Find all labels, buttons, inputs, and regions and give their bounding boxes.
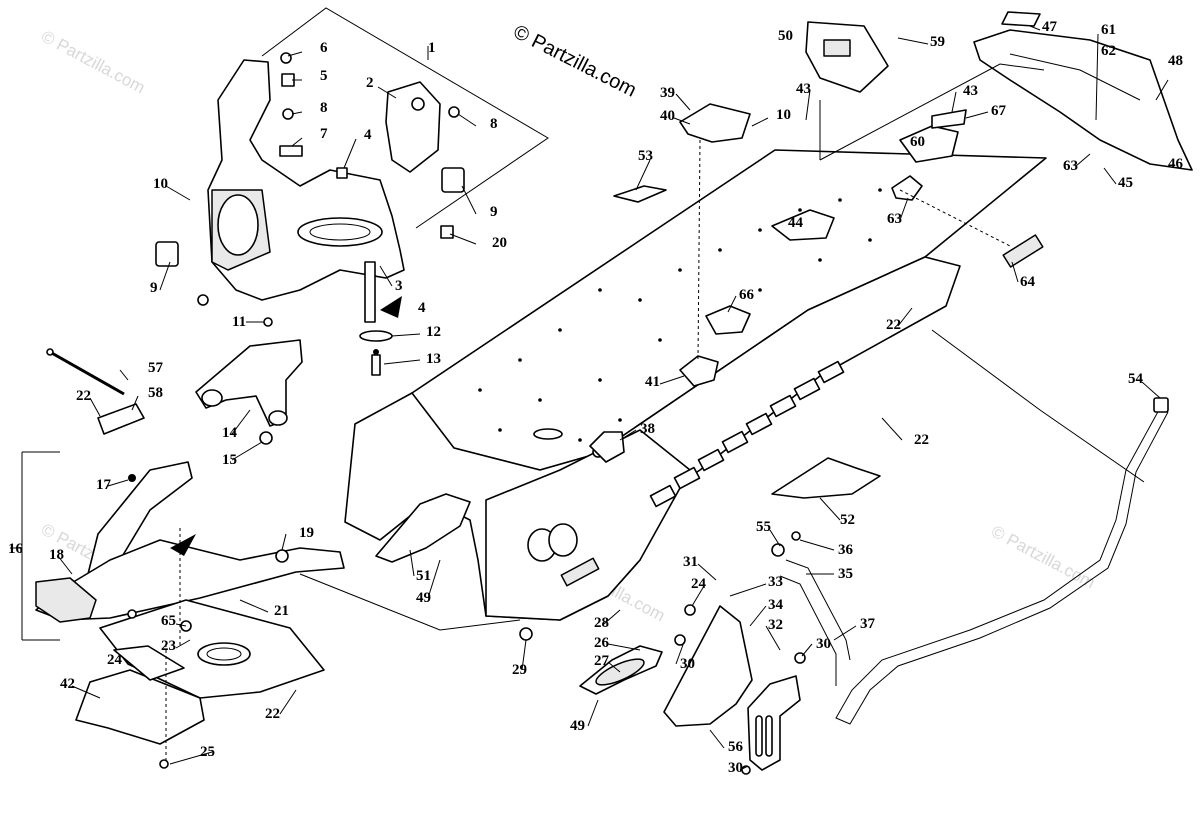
callout-label: 57 xyxy=(148,360,164,376)
callout-label: 55 xyxy=(756,519,771,535)
callout-label: 67 xyxy=(991,103,1007,119)
callout-label: 53 xyxy=(638,148,653,164)
watermark-right: © Partzilla.com xyxy=(988,522,1098,593)
callout-label: 3 xyxy=(395,278,403,294)
callout-label: 30 xyxy=(816,636,831,652)
callout-label: 41 xyxy=(645,374,660,390)
callout-label: 60 xyxy=(910,134,925,150)
callout-label: 36 xyxy=(838,542,854,558)
callout-label: 21 xyxy=(274,603,289,619)
callout-label: 65 xyxy=(161,613,176,629)
callout-label: 62 xyxy=(1101,43,1116,59)
callout-label: 30 xyxy=(728,760,743,776)
callout-label: 44 xyxy=(788,215,804,231)
callout-label: 54 xyxy=(1128,371,1144,387)
callout-label: 37 xyxy=(860,616,876,632)
callout-label: 22 xyxy=(76,388,91,404)
callout-label: 64 xyxy=(1020,274,1036,290)
callout-label: 19 xyxy=(299,525,314,541)
callout-label: 56 xyxy=(728,739,744,755)
callout-label: 2 xyxy=(366,75,374,91)
callout-label: 28 xyxy=(594,615,609,631)
callout-label: 33 xyxy=(768,574,783,590)
callout-label: 12 xyxy=(426,324,441,340)
callout-label: 25 xyxy=(200,744,215,760)
rear-parts xyxy=(589,11,1193,463)
callout-label: 43 xyxy=(796,81,811,97)
callout-label: 42 xyxy=(60,676,75,692)
callout-label: 63 xyxy=(887,211,902,227)
callout-label: 16 xyxy=(8,541,24,557)
callout-label: 47 xyxy=(1042,19,1058,35)
callout-label: 17 xyxy=(96,477,112,493)
callout-label: 1 xyxy=(428,40,436,56)
callout-label: 9 xyxy=(490,204,498,220)
callout-label: 4 xyxy=(418,300,426,316)
front-frame xyxy=(35,348,345,769)
callout-label: 63 xyxy=(1063,158,1078,174)
callout-label: 23 xyxy=(161,638,176,654)
watermark-top-left: © Partzilla.com xyxy=(38,27,148,98)
callout-label: 43 xyxy=(963,83,978,99)
callout-label: 61 xyxy=(1101,22,1116,38)
steering-support xyxy=(195,339,303,445)
callout-label: 15 xyxy=(222,452,237,468)
copyright-text: © Partzilla.com xyxy=(510,21,640,102)
callout-label: 32 xyxy=(768,617,783,633)
callout-label: 40 xyxy=(660,108,675,124)
callout-label: 4 xyxy=(364,127,372,143)
callout-label: 50 xyxy=(778,28,793,44)
callout-label: 49 xyxy=(570,718,585,734)
leader-lines xyxy=(10,25,1169,771)
callout-label: 7 xyxy=(320,126,328,142)
group-bracket-1 xyxy=(261,7,549,229)
callout-label: 8 xyxy=(490,116,498,132)
callout-label: 5 xyxy=(320,68,328,84)
callout-label: 66 xyxy=(739,287,755,303)
callout-label: 38 xyxy=(640,421,655,437)
footrest-parts xyxy=(375,397,1169,775)
callout-label: 30 xyxy=(680,656,695,672)
callout-label: 29 xyxy=(512,662,527,678)
callout-label: 11 xyxy=(232,314,246,330)
callout-label: 58 xyxy=(148,385,163,401)
callout-label: 48 xyxy=(1168,53,1183,69)
callout-label: 52 xyxy=(840,512,855,528)
callout-label: 22 xyxy=(914,432,929,448)
callout-label: 46 xyxy=(1168,156,1184,172)
callout-label: 24 xyxy=(107,652,123,668)
callout-label: 51 xyxy=(416,568,431,584)
callout-label: 22 xyxy=(886,317,901,333)
callout-label: 27 xyxy=(594,653,610,669)
callout-label: 22 xyxy=(265,706,280,722)
bulkhead-assembly xyxy=(155,52,465,376)
callout-label: 6 xyxy=(320,40,328,56)
callout-label: 13 xyxy=(426,351,441,367)
callout-label: 39 xyxy=(660,85,675,101)
callout-label: 24 xyxy=(691,576,707,592)
callout-label: 10 xyxy=(153,176,168,192)
callout-label: 20 xyxy=(492,235,507,251)
callout-label: 45 xyxy=(1118,175,1133,191)
callout-label: 34 xyxy=(768,597,784,613)
callout-label: 49 xyxy=(416,590,431,606)
callout-label: 26 xyxy=(594,635,610,651)
callout-label: 31 xyxy=(683,554,698,570)
callout-label: 18 xyxy=(49,547,64,563)
callout-label: 14 xyxy=(222,425,238,441)
callout-label: 9 xyxy=(150,280,158,296)
callout-label: 8 xyxy=(320,100,328,116)
callout-label: 59 xyxy=(930,34,945,50)
callout-label: 35 xyxy=(838,566,853,582)
callout-label: 10 xyxy=(776,107,791,123)
